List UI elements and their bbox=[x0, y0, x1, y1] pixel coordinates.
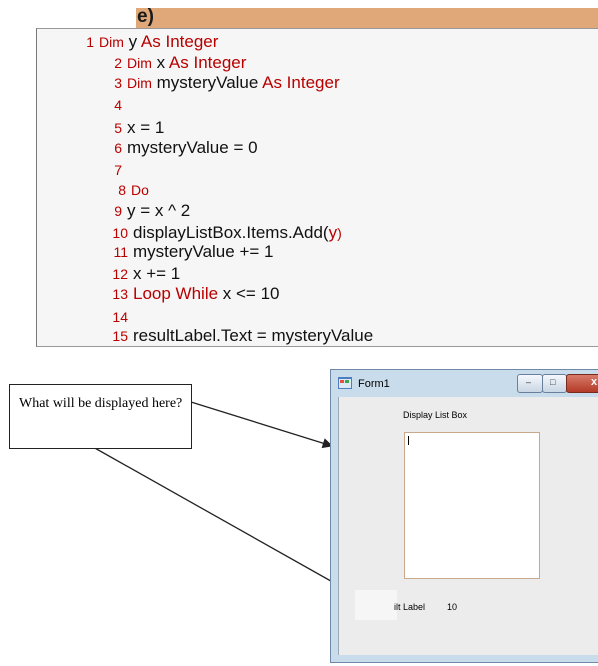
code-line: 9 y = x ^ 2 bbox=[108, 202, 190, 219]
code-line: 6 mysteryValue = 0 bbox=[108, 138, 258, 157]
code-line: 1 Dim y As Integer bbox=[80, 33, 218, 50]
arrow-to-result-label bbox=[92, 446, 362, 599]
line-number: 10 bbox=[112, 225, 128, 241]
code-line: 14 bbox=[108, 308, 133, 325]
keyword-token: As Integer bbox=[140, 32, 219, 51]
line-number: 4 bbox=[114, 97, 122, 113]
keyword-token: Dim bbox=[127, 55, 152, 71]
keyword-token: Dim bbox=[99, 34, 124, 50]
line-number: 1 bbox=[86, 34, 94, 50]
code-line: 4 bbox=[108, 96, 127, 113]
code-token: mysteryValue = 0 bbox=[127, 138, 258, 157]
code-token: displayListBox.Items.Add( bbox=[133, 223, 329, 242]
code-line: 2 Dim x As Integer bbox=[108, 54, 246, 71]
section-label: e) bbox=[137, 6, 154, 27]
keyword-token: ) bbox=[337, 225, 342, 241]
result-label-caption: ilt Label bbox=[394, 602, 426, 612]
arrow-to-listbox bbox=[190, 401, 333, 449]
label-cover-patch bbox=[355, 590, 397, 620]
form1-window: Form1 – □ x Display List Box ilt Label 1… bbox=[330, 369, 598, 663]
code-line: 11 mysteryValue += 1 bbox=[108, 243, 273, 260]
maximize-icon: □ bbox=[550, 377, 556, 387]
code-token: x = 1 bbox=[127, 118, 165, 137]
line-number: 8 bbox=[118, 182, 126, 198]
code-token: mysteryValue += 1 bbox=[133, 242, 274, 261]
code-line: 5 x = 1 bbox=[108, 119, 164, 136]
section-header-bar bbox=[136, 8, 598, 30]
code-token: resultLabel.Text = mysteryValue bbox=[133, 326, 374, 345]
code-line: 7 bbox=[108, 161, 127, 178]
form-client-area: Display List Box ilt Label 10 bbox=[338, 397, 598, 655]
close-icon: x bbox=[591, 376, 598, 388]
close-button[interactable]: x bbox=[566, 374, 598, 393]
code-line: 15 resultLabel.Text = mysteryValue bbox=[108, 327, 373, 344]
code-token: x <= 10 bbox=[218, 284, 280, 303]
line-number: 15 bbox=[112, 328, 128, 344]
line-number: 7 bbox=[114, 162, 122, 178]
code-line: 3 Dim mysteryValue As Integer bbox=[108, 73, 340, 92]
text-caret bbox=[408, 436, 409, 445]
question-callout: What will be displayed here? bbox=[9, 384, 192, 449]
window-title: Form1 bbox=[358, 378, 390, 390]
line-number: 12 bbox=[112, 266, 128, 282]
code-token: x += 1 bbox=[133, 264, 181, 283]
line-number: 14 bbox=[112, 309, 128, 325]
result-label-value: 10 bbox=[447, 602, 458, 612]
maximize-button[interactable]: □ bbox=[542, 374, 567, 393]
line-number: 13 bbox=[112, 286, 128, 302]
code-token: y bbox=[123, 32, 141, 51]
listbox-caption: Display List Box bbox=[403, 410, 468, 420]
code-token: x bbox=[151, 53, 169, 72]
form-app-icon bbox=[338, 377, 352, 389]
line-number: 5 bbox=[114, 120, 122, 136]
code-line: 8 Do bbox=[112, 181, 149, 198]
line-number: 2 bbox=[114, 55, 122, 71]
line-number: 3 bbox=[114, 75, 122, 91]
keyword-token: As Integer bbox=[168, 53, 247, 72]
keyword-token: As Integer bbox=[262, 73, 340, 92]
code-line: 10 displayListBox.Items.Add(y) bbox=[108, 223, 342, 242]
callout-text: What will be displayed here? bbox=[19, 396, 183, 411]
keyword-token: y bbox=[328, 223, 338, 242]
display-list-box[interactable] bbox=[404, 432, 540, 579]
code-token: y = x ^ 2 bbox=[127, 201, 191, 220]
code-line: 12 x += 1 bbox=[108, 265, 180, 282]
keyword-token: Do bbox=[131, 182, 149, 198]
line-number: 6 bbox=[114, 140, 122, 156]
line-number: 11 bbox=[113, 244, 128, 260]
minimize-button[interactable]: – bbox=[517, 374, 543, 393]
keyword-token: Dim bbox=[127, 75, 152, 91]
minimize-icon: – bbox=[526, 377, 532, 387]
line-number: 9 bbox=[114, 203, 122, 219]
code-token: mysteryValue bbox=[151, 73, 263, 92]
code-line: 13 Loop While x <= 10 bbox=[108, 284, 280, 303]
keyword-token: Loop While bbox=[133, 284, 219, 303]
